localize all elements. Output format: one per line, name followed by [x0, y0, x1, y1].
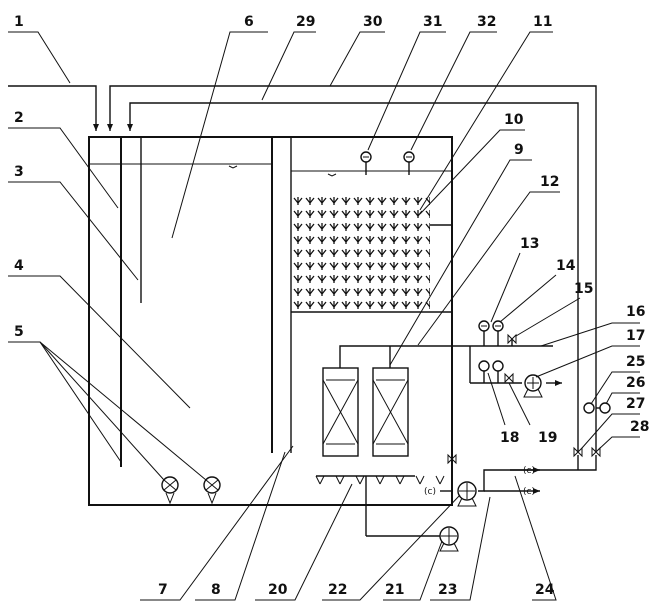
- label-7: 7: [158, 582, 168, 598]
- label-32: 32: [477, 14, 496, 30]
- valve-near-22: [447, 453, 457, 465]
- flow-mark-c: (c): [523, 487, 535, 497]
- flow-mark-b: (c): [523, 466, 535, 476]
- label-13: 13: [520, 236, 539, 252]
- label-4: 4: [14, 258, 24, 274]
- label-23: 23: [438, 582, 457, 598]
- label-12: 12: [540, 174, 559, 190]
- aeration-pipe: [315, 475, 445, 537]
- main-tank: [88, 136, 453, 506]
- diffuser-grid: [292, 195, 430, 310]
- label-26: 26: [626, 375, 645, 391]
- label-10: 10: [504, 112, 524, 128]
- blower-17: [523, 374, 543, 398]
- valve-15: [507, 333, 517, 346]
- membrane-modules: [322, 345, 446, 457]
- label-19: 19: [538, 430, 557, 446]
- label-20: 20: [268, 582, 288, 598]
- aerator-left: [161, 476, 179, 505]
- gauge-13: [478, 320, 490, 346]
- label-21: 21: [385, 582, 404, 598]
- sensor-32: [403, 151, 415, 175]
- label-28: 28: [630, 419, 649, 435]
- inlet-pipes: [120, 137, 142, 467]
- label-14: 14: [556, 258, 576, 274]
- label-9: 9: [514, 142, 524, 158]
- label-29: 29: [296, 14, 315, 30]
- label-6: 6: [244, 14, 254, 30]
- label-15: 15: [574, 281, 593, 297]
- flow-mark-a: (c): [424, 487, 436, 497]
- label-31: 31: [423, 14, 442, 30]
- sensor-31: [360, 151, 372, 175]
- right-piping: [430, 224, 597, 494]
- gauge-18: [478, 360, 504, 383]
- label-8: 8: [211, 582, 221, 598]
- label-2: 2: [14, 110, 24, 126]
- gauge-26: [596, 402, 611, 414]
- gauge-25: [583, 402, 595, 414]
- label-1: 1: [14, 14, 24, 30]
- label-3: 3: [14, 164, 24, 180]
- label-17: 17: [626, 328, 645, 344]
- label-24: 24: [535, 582, 555, 598]
- label-22: 22: [328, 582, 347, 598]
- label-25: 25: [626, 354, 645, 370]
- label-16: 16: [626, 304, 645, 320]
- suction-pump-22: [457, 481, 477, 507]
- valve-19: [504, 372, 514, 384]
- gauge-14: [492, 320, 504, 346]
- top-pipes: [8, 85, 597, 452]
- aerator-right: [203, 476, 221, 505]
- label-5: 5: [14, 324, 24, 340]
- label-27: 27: [626, 396, 645, 412]
- label-18: 18: [500, 430, 519, 446]
- leader-lines: [8, 31, 640, 601]
- label-11: 11: [533, 14, 552, 30]
- blower-21: [439, 526, 459, 552]
- label-30: 30: [363, 14, 383, 30]
